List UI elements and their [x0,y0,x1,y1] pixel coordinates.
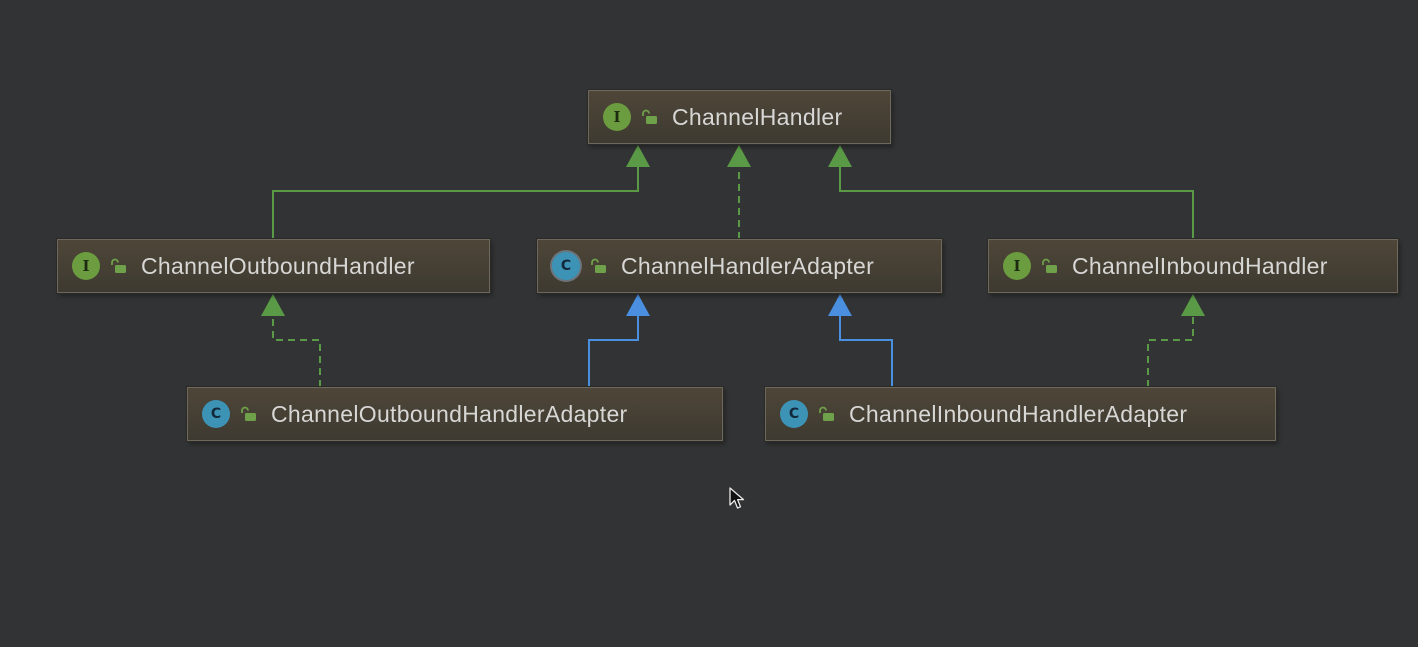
abstract-class-icon: C [552,252,580,280]
node-label: ChannelHandler [672,103,843,130]
relation-inbound-handler-to-handler [839,166,1194,239]
relation-arrowhead [727,145,751,167]
relation-arrowhead [828,294,852,316]
class-icon: C [780,400,808,428]
relation-inbound-adapter-to-inbound-handler [1147,315,1194,387]
mouse-pointer-icon [729,487,745,509]
relation-outbound-adapter-to-handler-adapter [588,315,639,387]
relation-arrowhead [261,294,285,316]
node-channel-inbound-handler[interactable]: I ChannelInboundHandler [988,239,1398,293]
node-label: ChannelOutboundHandler [141,252,415,279]
relation-arrowhead [1181,294,1205,316]
relation-inbound-adapter-to-handler-adapter [839,315,893,387]
node-label: ChannelHandlerAdapter [621,252,875,279]
unlocked-padlock-icon [1042,258,1057,273]
interface-icon: I [1003,252,1031,280]
interface-icon: I [603,103,631,131]
node-label: ChannelOutboundHandlerAdapter [271,400,628,427]
unlocked-padlock-icon [111,258,126,273]
relation-outbound-adapter-to-outbound-handler [272,315,321,387]
unlocked-padlock-icon [241,406,256,421]
node-label: ChannelInboundHandlerAdapter [849,400,1188,427]
unlocked-padlock-icon [642,109,657,124]
node-channel-handler-adapter[interactable]: C ChannelHandlerAdapter [537,239,942,293]
relation-arrowhead [626,145,650,167]
relation-outbound-handler-to-handler [272,166,639,239]
unlocked-padlock-icon [819,406,834,421]
node-channel-inbound-handler-adapter[interactable]: C ChannelInboundHandlerAdapter [765,387,1276,441]
relation-arrowhead [828,145,852,167]
relation-arrowhead [626,294,650,316]
node-channel-handler[interactable]: I ChannelHandler [588,90,891,144]
unlocked-padlock-icon [591,258,606,273]
node-channel-outbound-handler-adapter[interactable]: C ChannelOutboundHandlerAdapter [187,387,723,441]
node-channel-outbound-handler[interactable]: I ChannelOutboundHandler [57,239,490,293]
class-icon: C [202,400,230,428]
interface-icon: I [72,252,100,280]
node-label: ChannelInboundHandler [1072,252,1328,279]
